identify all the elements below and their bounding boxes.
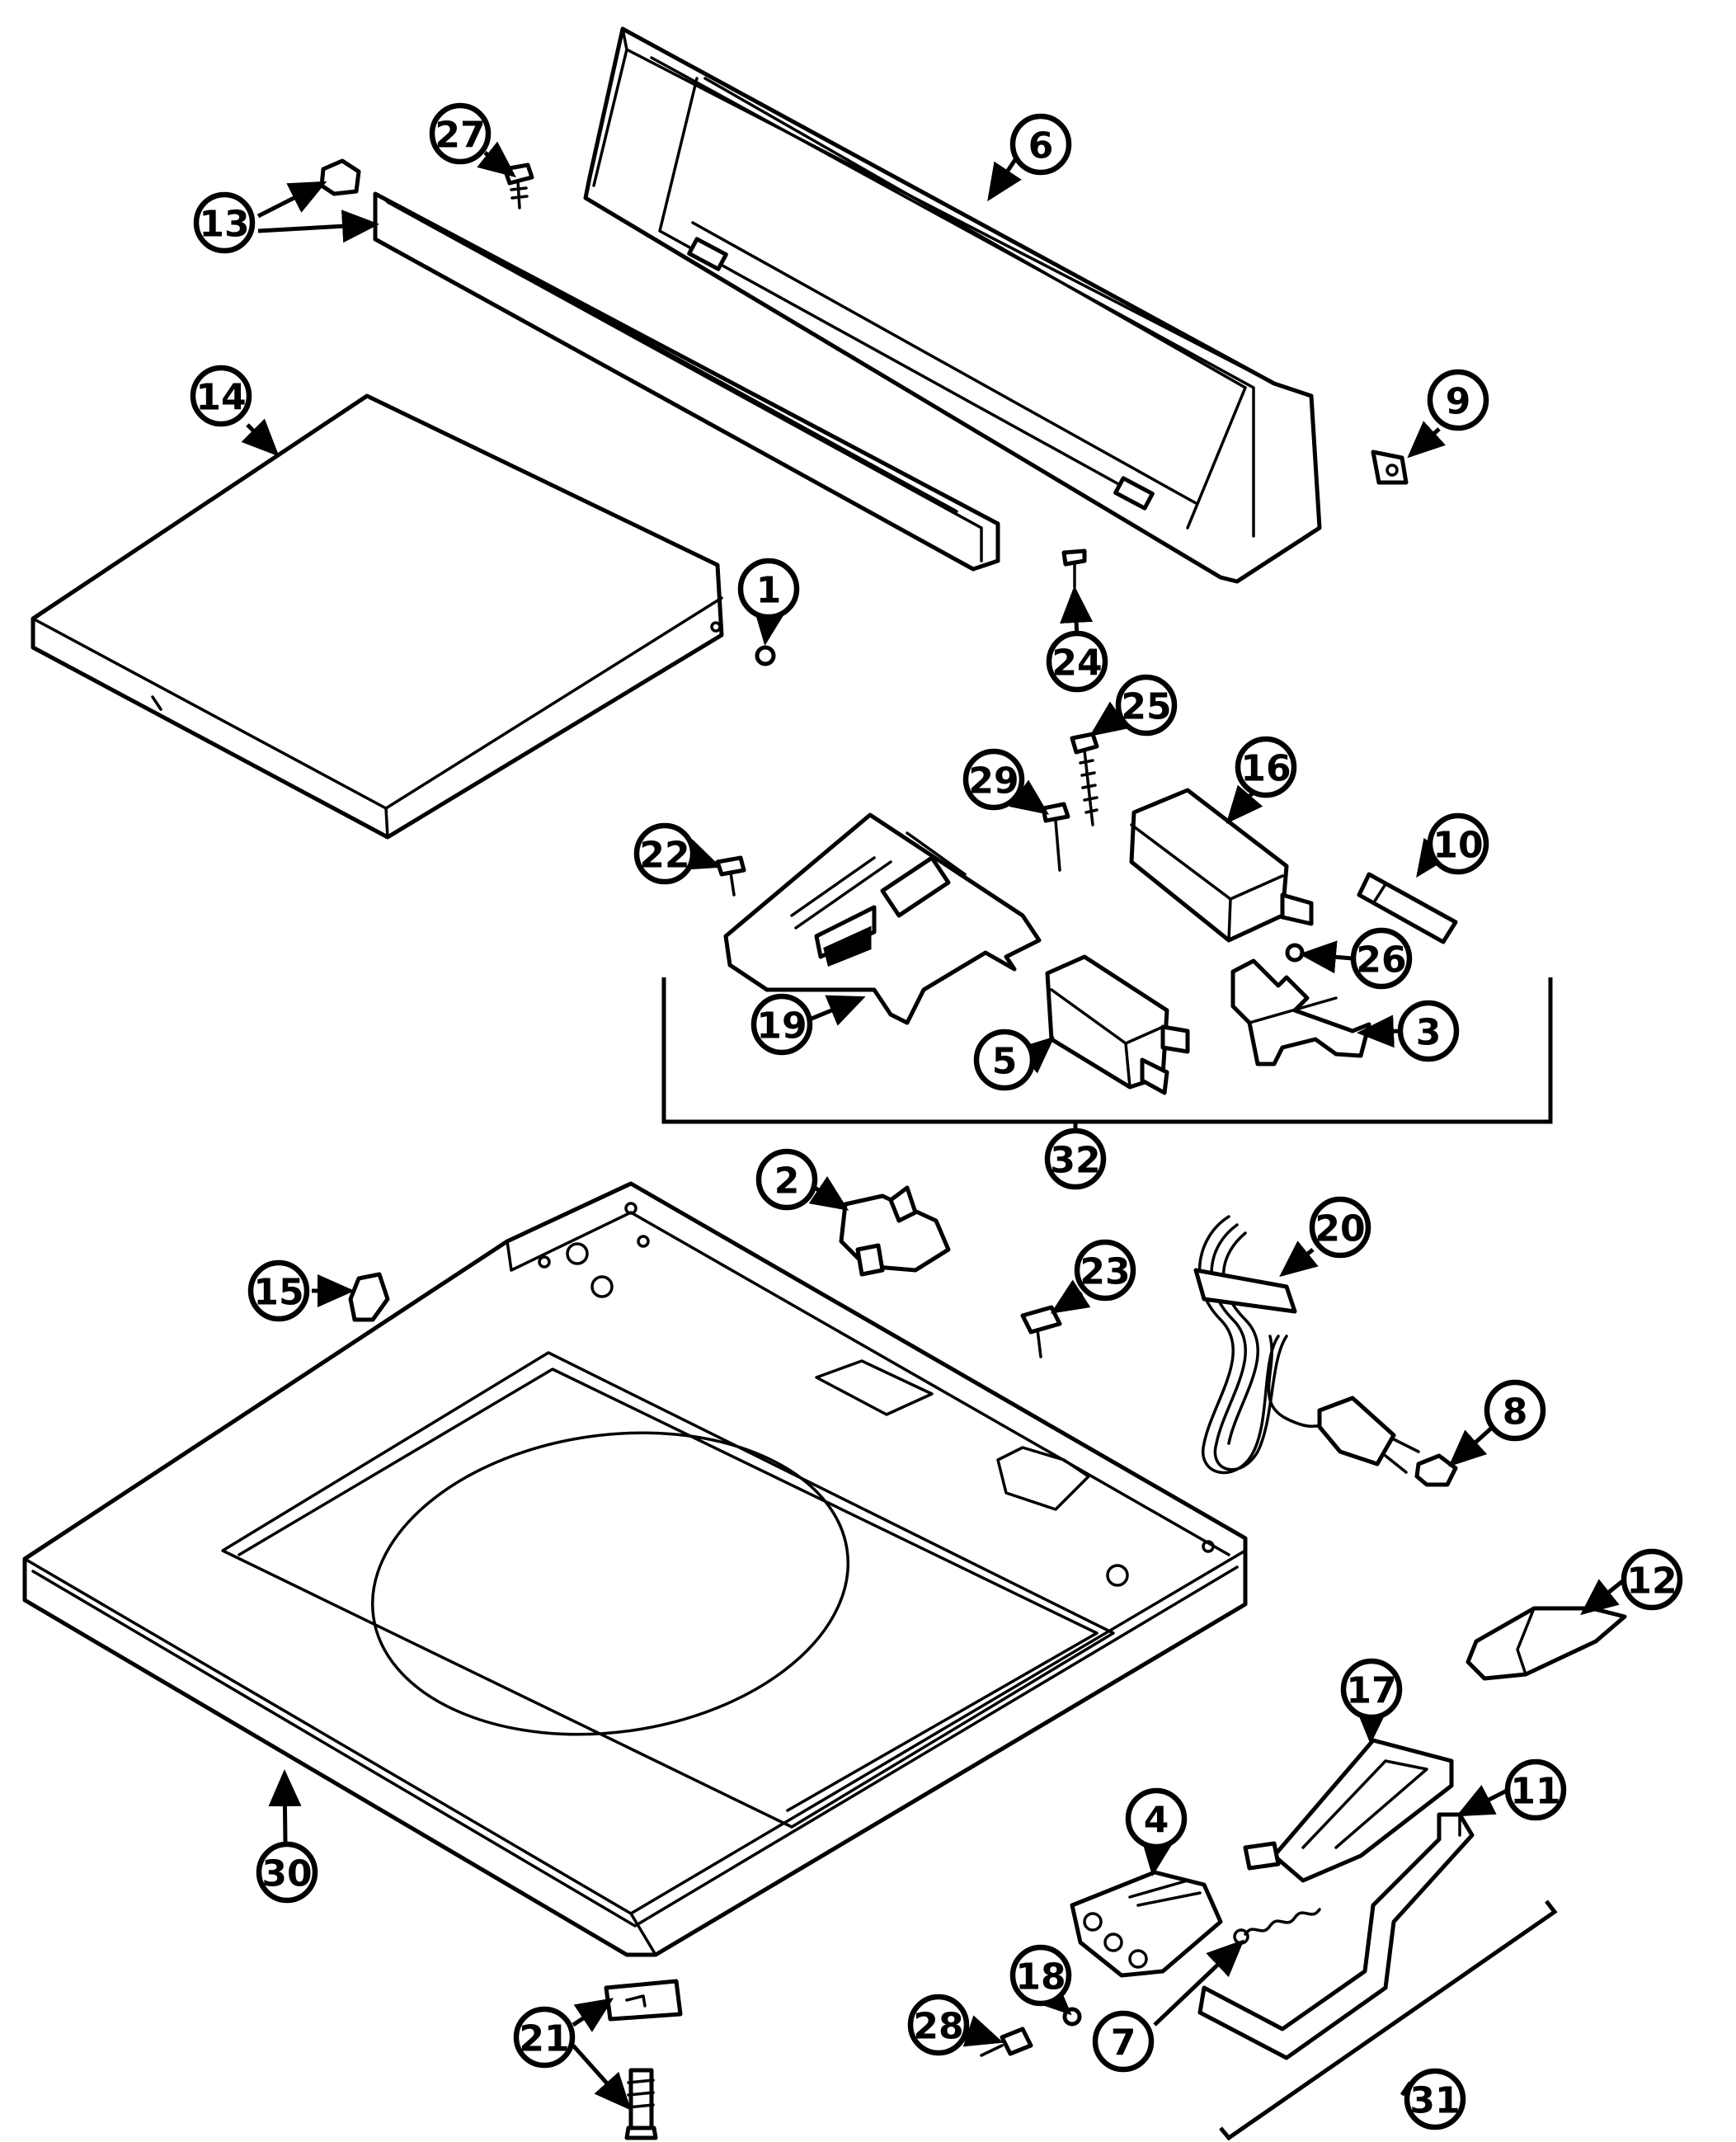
callout-label-11: 11 — [1510, 1771, 1560, 1813]
callout-label-17: 17 — [1346, 1670, 1396, 1712]
switch-bracket — [723, 812, 1042, 1025]
callout-label-27: 27 — [435, 115, 485, 157]
top-assembly — [22, 1181, 1248, 1957]
microswitch — [1045, 954, 1190, 1095]
callout-label-4: 4 — [1144, 1800, 1169, 1842]
callout-2: 2 — [755, 1148, 818, 1211]
callout-label-22: 22 — [639, 835, 689, 877]
power-cord — [1193, 1215, 1420, 1475]
plug-15 — [348, 1272, 390, 1322]
callout-label-30: 30 — [261, 1853, 312, 1895]
bracket-3 — [1230, 958, 1371, 1066]
screw-24 — [1061, 548, 1087, 589]
callout-label-18: 18 — [1015, 1956, 1066, 1998]
callout-13: 13 — [193, 191, 256, 254]
callout-28: 28 — [907, 1994, 970, 2056]
callout-8: 8 — [1484, 1379, 1546, 1442]
grommet — [1414, 1453, 1458, 1487]
callout-label-29: 29 — [968, 760, 1019, 803]
screw-25 — [1070, 732, 1099, 826]
clip-9 — [1371, 450, 1409, 485]
callout-label-16: 16 — [1240, 748, 1291, 790]
callout-10: 10 — [1427, 812, 1489, 875]
screw-26 — [1285, 943, 1305, 963]
screw-22 — [715, 855, 746, 897]
callout-19: 19 — [750, 993, 813, 1056]
callout-label-24: 24 — [1051, 643, 1102, 685]
callout-24: 24 — [1046, 630, 1108, 693]
callout-11: 11 — [1504, 1758, 1567, 1821]
callout-label-19: 19 — [756, 1005, 807, 1047]
callout-26: 26 — [1350, 927, 1413, 990]
callout-label-32: 32 — [1050, 1140, 1100, 1182]
callout-21: 21 — [513, 2006, 576, 2069]
callout-9: 9 — [1427, 369, 1489, 431]
bracket-line-32 — [661, 977, 1553, 1124]
callout-label-21: 21 — [519, 2018, 569, 2060]
callout-label-9: 9 — [1446, 381, 1471, 423]
lid-hinge — [839, 1185, 951, 1277]
callout-label-12: 12 — [1626, 1561, 1677, 1603]
callout-7: 7 — [1092, 2010, 1155, 2073]
switch-box — [1129, 788, 1314, 943]
callout-27: 27 — [429, 102, 492, 165]
lever-arm — [1197, 1812, 1475, 2060]
bumper — [755, 645, 776, 666]
callout-label-7: 7 — [1111, 2022, 1136, 2064]
callout-32: 32 — [1044, 1127, 1107, 1190]
callout-3: 3 — [1397, 1000, 1460, 1062]
callout-17: 17 — [1340, 1658, 1403, 1721]
callout-18: 18 — [1009, 1944, 1072, 2007]
callout-30: 30 — [256, 1841, 318, 1904]
fuse — [1357, 872, 1458, 944]
callout-label-26: 26 — [1356, 939, 1406, 982]
lid — [31, 393, 724, 840]
callout-22: 22 — [633, 822, 696, 885]
bracket-line-31 — [1219, 1900, 1558, 2141]
callout-1: 1 — [737, 558, 800, 620]
callout-label-3: 3 — [1416, 1012, 1442, 1054]
callout-label-1: 1 — [756, 570, 782, 612]
callout-25: 25 — [1115, 674, 1178, 737]
callout-31: 31 — [1404, 2068, 1466, 2130]
screw-28 — [980, 2027, 1033, 2057]
spring — [1233, 1908, 1321, 1945]
callout-6: 6 — [1009, 113, 1072, 176]
callout-label-10: 10 — [1433, 825, 1483, 867]
screw-29 — [1041, 802, 1070, 872]
callout-label-2: 2 — [774, 1160, 800, 1203]
clip-and-screw-21 — [604, 1979, 683, 2140]
callout-label-15: 15 — [253, 1272, 303, 1314]
callout-29: 29 — [962, 748, 1025, 811]
switch-4 — [1070, 1870, 1223, 1978]
callout-5: 5 — [973, 1029, 1036, 1091]
callout-label-28: 28 — [913, 2006, 963, 2048]
callout-23: 23 — [1074, 1239, 1136, 1302]
callout-label-20: 20 — [1315, 1208, 1365, 1250]
callout-4: 4 — [1125, 1787, 1188, 1850]
callout-12: 12 — [1621, 1548, 1683, 1611]
callout-20: 20 — [1309, 1196, 1371, 1259]
control-panel-housing — [583, 26, 1322, 584]
callout-label-8: 8 — [1503, 1391, 1528, 1433]
callout-label-14: 14 — [195, 377, 246, 419]
callout-label-5: 5 — [992, 1041, 1018, 1083]
clamp — [1465, 1606, 1627, 1681]
callout-label-6: 6 — [1028, 125, 1054, 167]
callout-15: 15 — [247, 1259, 310, 1322]
callout-label-31: 31 — [1409, 2080, 1460, 2122]
callout-label-23: 23 — [1080, 1251, 1130, 1293]
callout-label-25: 25 — [1121, 686, 1171, 728]
callout-label-13: 13 — [199, 204, 249, 246]
callout-14: 14 — [190, 365, 252, 427]
screw-23 — [1020, 1305, 1062, 1358]
callout-16: 16 — [1235, 736, 1297, 798]
